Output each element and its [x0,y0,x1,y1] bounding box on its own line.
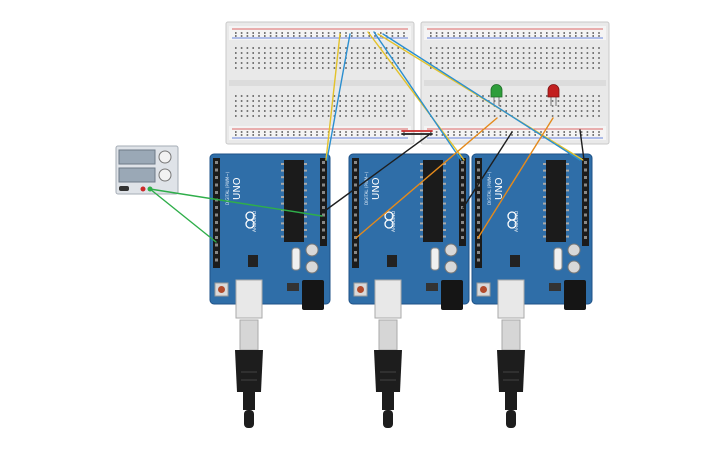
board-brand-label: ARDUINO [252,210,258,232]
board-model-label: UNO [232,177,243,200]
crystal [553,247,563,271]
board-brand-label: ARDUINO [514,210,520,232]
capacitor [567,260,581,274]
regulator [387,255,397,267]
usb-port[interactable] [235,279,263,319]
wire-green[interactable] [149,188,323,217]
microcontroller-chip [284,160,304,242]
arduino-board[interactable]: UNO ARDUINO DIGITAL (PWM~) [209,153,331,319]
board-section-label: DIGITAL (PWM~) [487,171,492,205]
wire-blue[interactable] [382,33,581,161]
board-section-label: DIGITAL (PWM~) [364,171,369,205]
voltage-knob[interactable] [158,150,172,164]
led-green[interactable] [490,84,503,107]
wire-blue[interactable] [326,33,351,161]
capacitor [305,243,319,257]
usb-cable[interactable] [235,319,263,428]
breadboard-right[interactable] [420,21,610,145]
current-knob[interactable] [158,168,172,182]
wire-black[interactable] [579,129,585,161]
usb-cable[interactable] [497,319,525,428]
header-right[interactable] [459,158,466,246]
wire-blue[interactable] [373,31,462,161]
usb-port[interactable] [374,279,402,319]
capacitor [444,260,458,274]
board-model-label: UNO [371,177,382,200]
header-right[interactable] [320,158,327,246]
capacitor [305,260,319,274]
wire-black[interactable] [462,131,513,209]
terminal-positive[interactable] [140,186,146,192]
header-left[interactable] [352,158,359,268]
wire-yellow[interactable] [367,31,465,161]
header-left[interactable] [475,158,482,268]
wire-orange[interactable] [355,117,498,239]
breadboard-left-holes [235,32,405,136]
header-right[interactable] [582,158,589,246]
capacitor [567,243,581,257]
arduino-board[interactable]: UNO ARDUINO DIGITAL (PWM~) [471,153,593,319]
capacitor [444,243,458,257]
dc-power-jack[interactable] [302,280,324,310]
microcontroller-chip [546,160,566,242]
board-brand-label: ARDUINO [391,210,397,232]
regulator [248,255,258,267]
usb-cables [235,319,525,428]
dc-power-jack[interactable] [441,280,463,310]
usb-cable[interactable] [374,319,402,428]
board-model-label: UNO [494,177,505,200]
dc-power-jack[interactable] [564,280,586,310]
wire-black[interactable] [325,133,431,211]
power-supply-module[interactable] [115,145,179,195]
breadboard-left[interactable] [225,21,415,145]
breadboard-right-holes [430,32,600,136]
crystal [430,247,440,271]
wire-green[interactable] [149,188,217,243]
usb-port[interactable] [497,279,525,319]
crystal [291,247,301,271]
regulator [510,255,520,267]
arduino-board[interactable]: UNO ARDUINO DIGITAL (PWM~) [348,153,470,319]
wires [149,31,585,243]
led-red[interactable] [547,84,560,107]
wire-yellow[interactable] [325,33,341,161]
header-left[interactable] [213,158,220,268]
microcontroller-chip [423,160,443,242]
wire-orange[interactable] [477,117,554,239]
power-switch[interactable] [119,186,129,191]
board-section-label: DIGITAL (PWM~) [225,171,230,205]
